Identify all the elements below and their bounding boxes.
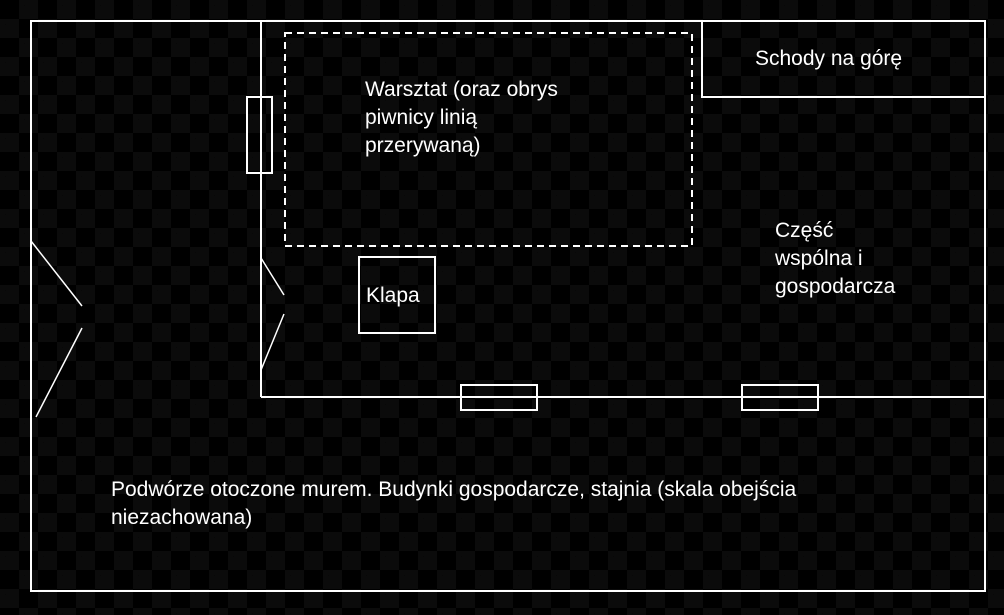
window-left-wall <box>246 96 273 174</box>
yard-label: Podwórze otoczone murem. Budynki gospoda… <box>111 478 797 529</box>
cellar-outline-dashed <box>284 32 693 247</box>
hatch-box <box>358 256 436 334</box>
common-area-label: Część wspólna i gospodarcza <box>775 219 896 298</box>
outer-boundary-wall <box>30 20 986 592</box>
stairs-label: Schody na górę <box>755 47 903 70</box>
window-bottom-wall-1 <box>460 384 538 411</box>
yard-gate-icon <box>30 240 83 418</box>
house-door-icon <box>260 257 285 371</box>
workshop-label: Warsztat (oraz obrys piwnicy linią przer… <box>365 78 558 157</box>
hatch-label: Klapa <box>366 284 420 307</box>
window-bottom-wall-2 <box>741 384 819 411</box>
stairs-area <box>701 20 986 98</box>
